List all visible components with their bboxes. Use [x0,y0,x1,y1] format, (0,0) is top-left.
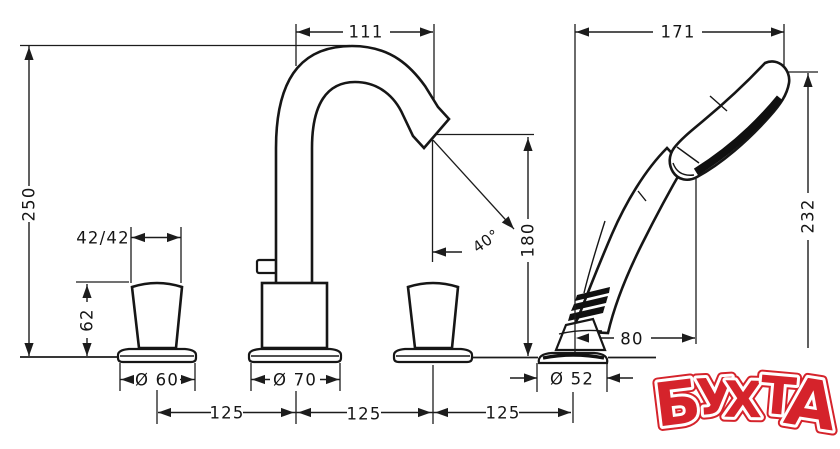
spray-face [693,95,784,176]
faucet-spout [247,44,451,364]
handshower [537,60,791,365]
watermark-letter: У [694,367,736,427]
dim-hole-spacing-right: 125 [485,404,520,423]
extension-lines [20,24,818,424]
dim-handle-head-size: 42/42 [76,229,130,248]
spout-base-body [260,281,329,350]
dimension-labels: 250 111 171 232 180 40° 42/42 62 80 Ø 60… [20,23,818,424]
grip-band [571,296,608,311]
dim-spout-base-diameter: Ø 70 [273,371,317,390]
dim-overall-height: 250 [20,186,39,221]
dim-handshower-projection: 171 [660,23,695,42]
handshower-head [668,60,791,182]
handle-left-knob [130,281,184,350]
watermark-letter: А [780,362,840,446]
handle-right [392,281,474,364]
handle-right-knob [406,281,460,350]
dim-handshower-offset: 80 [620,330,643,349]
mounting-deck-line [20,356,656,359]
watermark-letter: Х [723,371,763,430]
watermark-letter: У [694,367,736,427]
grip-band [575,287,610,301]
handle-left [116,281,198,364]
watermark-letter: Х [723,371,763,430]
dim-handshower-base-diameter: Ø 52 [550,370,594,389]
grip-band [568,306,605,321]
dim-handle-height: 62 [78,308,97,331]
dim-handshower-height: 232 [799,198,818,233]
watermark-logo: Б У Х Т А Б У Х Т А [646,357,840,449]
dim-hole-spacing-left: 125 [209,404,244,423]
dim-handle-base-diameter: Ø 60 [135,371,179,390]
spout-outline [274,44,451,286]
dim-hole-spacing-center: 125 [346,405,381,424]
dim-outlet-angle: 40° [469,226,502,257]
dim-spout-projection: 111 [348,23,383,42]
dim-outlet-height: 180 [519,222,538,257]
handshower-connector [554,317,607,352]
